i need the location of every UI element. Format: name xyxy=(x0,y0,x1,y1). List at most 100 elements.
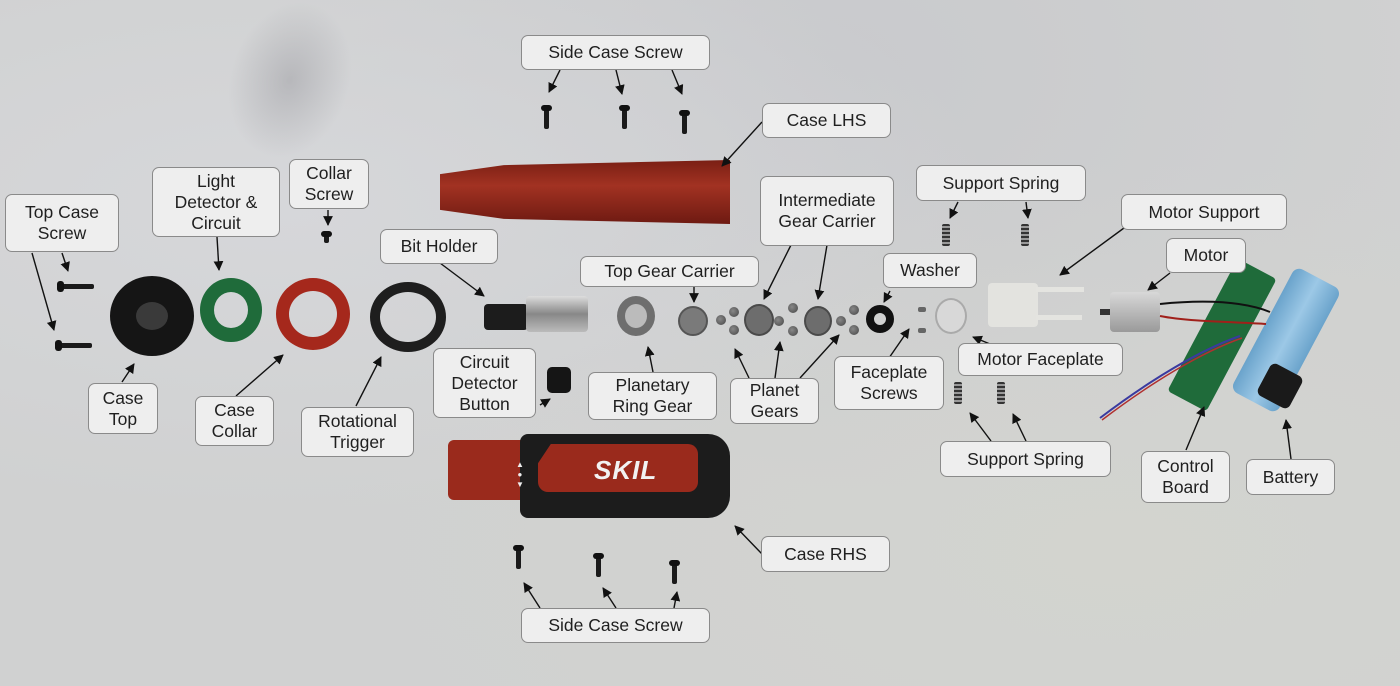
planet-gear xyxy=(849,305,859,315)
motor-wire-black xyxy=(1159,300,1271,313)
arrow xyxy=(548,69,561,93)
bit-holder-grip-part xyxy=(484,304,528,330)
arrow xyxy=(721,121,763,167)
arrow xyxy=(523,582,541,609)
bit-holder-metal-part xyxy=(526,296,588,332)
arrow xyxy=(969,412,992,442)
label-case-rhs: Case RHS xyxy=(761,536,890,572)
motor-support-part xyxy=(988,283,1038,327)
arrow xyxy=(1185,406,1206,451)
planet-gear xyxy=(729,307,739,317)
trigger-wire-red xyxy=(1101,337,1243,421)
arrow xyxy=(763,244,792,300)
planet-gear xyxy=(716,315,726,325)
arrow xyxy=(1282,419,1292,460)
case-lhs-part xyxy=(440,160,730,224)
label-light-detector-circuit: Light Detector & Circuit xyxy=(152,167,280,237)
label-planetary-ring-gear: Planetary Ring Gear xyxy=(588,372,717,420)
top-case-screw-part xyxy=(57,281,94,292)
motor-faceplate-part xyxy=(935,298,967,334)
side-case-screw-part xyxy=(513,545,524,569)
motor-support-rail xyxy=(1036,315,1082,320)
top-gear-carrier-part xyxy=(678,306,708,336)
circuit-detector-button-part xyxy=(547,367,571,393)
case-rhs-red-panel xyxy=(538,444,698,492)
side-case-screw-part xyxy=(619,105,630,129)
label-rotational-trigger: Rotational Trigger xyxy=(301,407,414,457)
label-side-case-screw-top: Side Case Screw xyxy=(521,35,710,70)
arrow xyxy=(734,525,763,555)
trigger-wire-blue xyxy=(1099,335,1241,419)
label-side-case-screw-bottom: Side Case Screw xyxy=(521,608,710,643)
label-motor: Motor xyxy=(1166,238,1246,273)
arrow xyxy=(670,591,681,609)
top-case-screw-part xyxy=(55,340,92,351)
arrow xyxy=(31,252,57,331)
arrow xyxy=(615,69,625,95)
arrow xyxy=(814,244,828,300)
label-top-gear-carrier: Top Gear Carrier xyxy=(580,256,759,287)
arrow xyxy=(60,252,70,272)
planet-gear xyxy=(788,326,798,336)
motor-wire-red xyxy=(1159,315,1267,325)
label-case-lhs: Case LHS xyxy=(762,103,891,138)
motor-support-rail xyxy=(1036,287,1084,292)
side-case-screw-part xyxy=(593,553,604,577)
arrow xyxy=(602,587,617,609)
motor-part xyxy=(1110,292,1160,332)
arrow xyxy=(972,335,991,345)
arrow xyxy=(355,356,382,407)
label-case-collar: Case Collar xyxy=(195,396,274,446)
arrow xyxy=(439,262,485,297)
arrow xyxy=(1022,201,1032,219)
support-spring-part xyxy=(942,224,950,246)
intermediate-gear-carrier-part xyxy=(744,304,774,336)
label-washer: Washer xyxy=(883,253,977,288)
label-bit-holder: Bit Holder xyxy=(380,229,498,264)
direction-indicator-icon: ▲●▼ xyxy=(516,460,524,489)
planet-gear xyxy=(849,325,859,335)
planetary-ring-gear-part xyxy=(617,296,655,336)
label-support-spring-bottom: Support Spring xyxy=(940,441,1111,477)
washer-part xyxy=(866,305,894,333)
case-rhs-nose xyxy=(448,440,528,500)
planet-gear xyxy=(774,316,784,326)
arrow xyxy=(1012,413,1027,442)
label-battery: Battery xyxy=(1246,459,1335,495)
arrow xyxy=(1147,272,1171,291)
planet-gear xyxy=(836,316,846,326)
label-faceplate-screws: Faceplate Screws xyxy=(834,356,944,410)
label-case-top: Case Top xyxy=(88,383,158,434)
arrow xyxy=(235,354,284,397)
label-top-case-screw: Top Case Screw xyxy=(5,194,119,252)
rotational-trigger-part xyxy=(370,282,446,352)
support-spring-part xyxy=(954,382,962,404)
arrow xyxy=(883,290,893,303)
arrow xyxy=(734,348,750,379)
arrow xyxy=(799,334,840,379)
support-spring-part xyxy=(1021,224,1029,246)
arrow xyxy=(539,398,551,408)
skil-logo: SKIL xyxy=(594,455,658,485)
collar-screw-part xyxy=(321,231,332,243)
faceplate-screw-part xyxy=(918,307,926,312)
arrow xyxy=(644,346,655,373)
arrow xyxy=(773,341,784,379)
label-collar-screw: Collar Screw xyxy=(289,159,369,209)
label-planet-gears: Planet Gears xyxy=(730,378,819,424)
label-support-spring-top: Support Spring xyxy=(916,165,1086,201)
side-case-screw-part xyxy=(679,110,690,134)
arrow xyxy=(671,69,684,95)
label-circuit-detector-button: Circuit Detector Button xyxy=(433,348,536,418)
arrow xyxy=(1059,227,1125,276)
arrow xyxy=(213,236,224,271)
label-intermediate-gear-carrier: Intermediate Gear Carrier xyxy=(760,176,894,246)
intermediate-gear-carrier-part xyxy=(804,306,832,336)
arrow xyxy=(949,201,959,219)
support-spring-part xyxy=(997,382,1005,404)
arrow xyxy=(121,363,135,383)
side-case-screw-part xyxy=(541,105,552,129)
